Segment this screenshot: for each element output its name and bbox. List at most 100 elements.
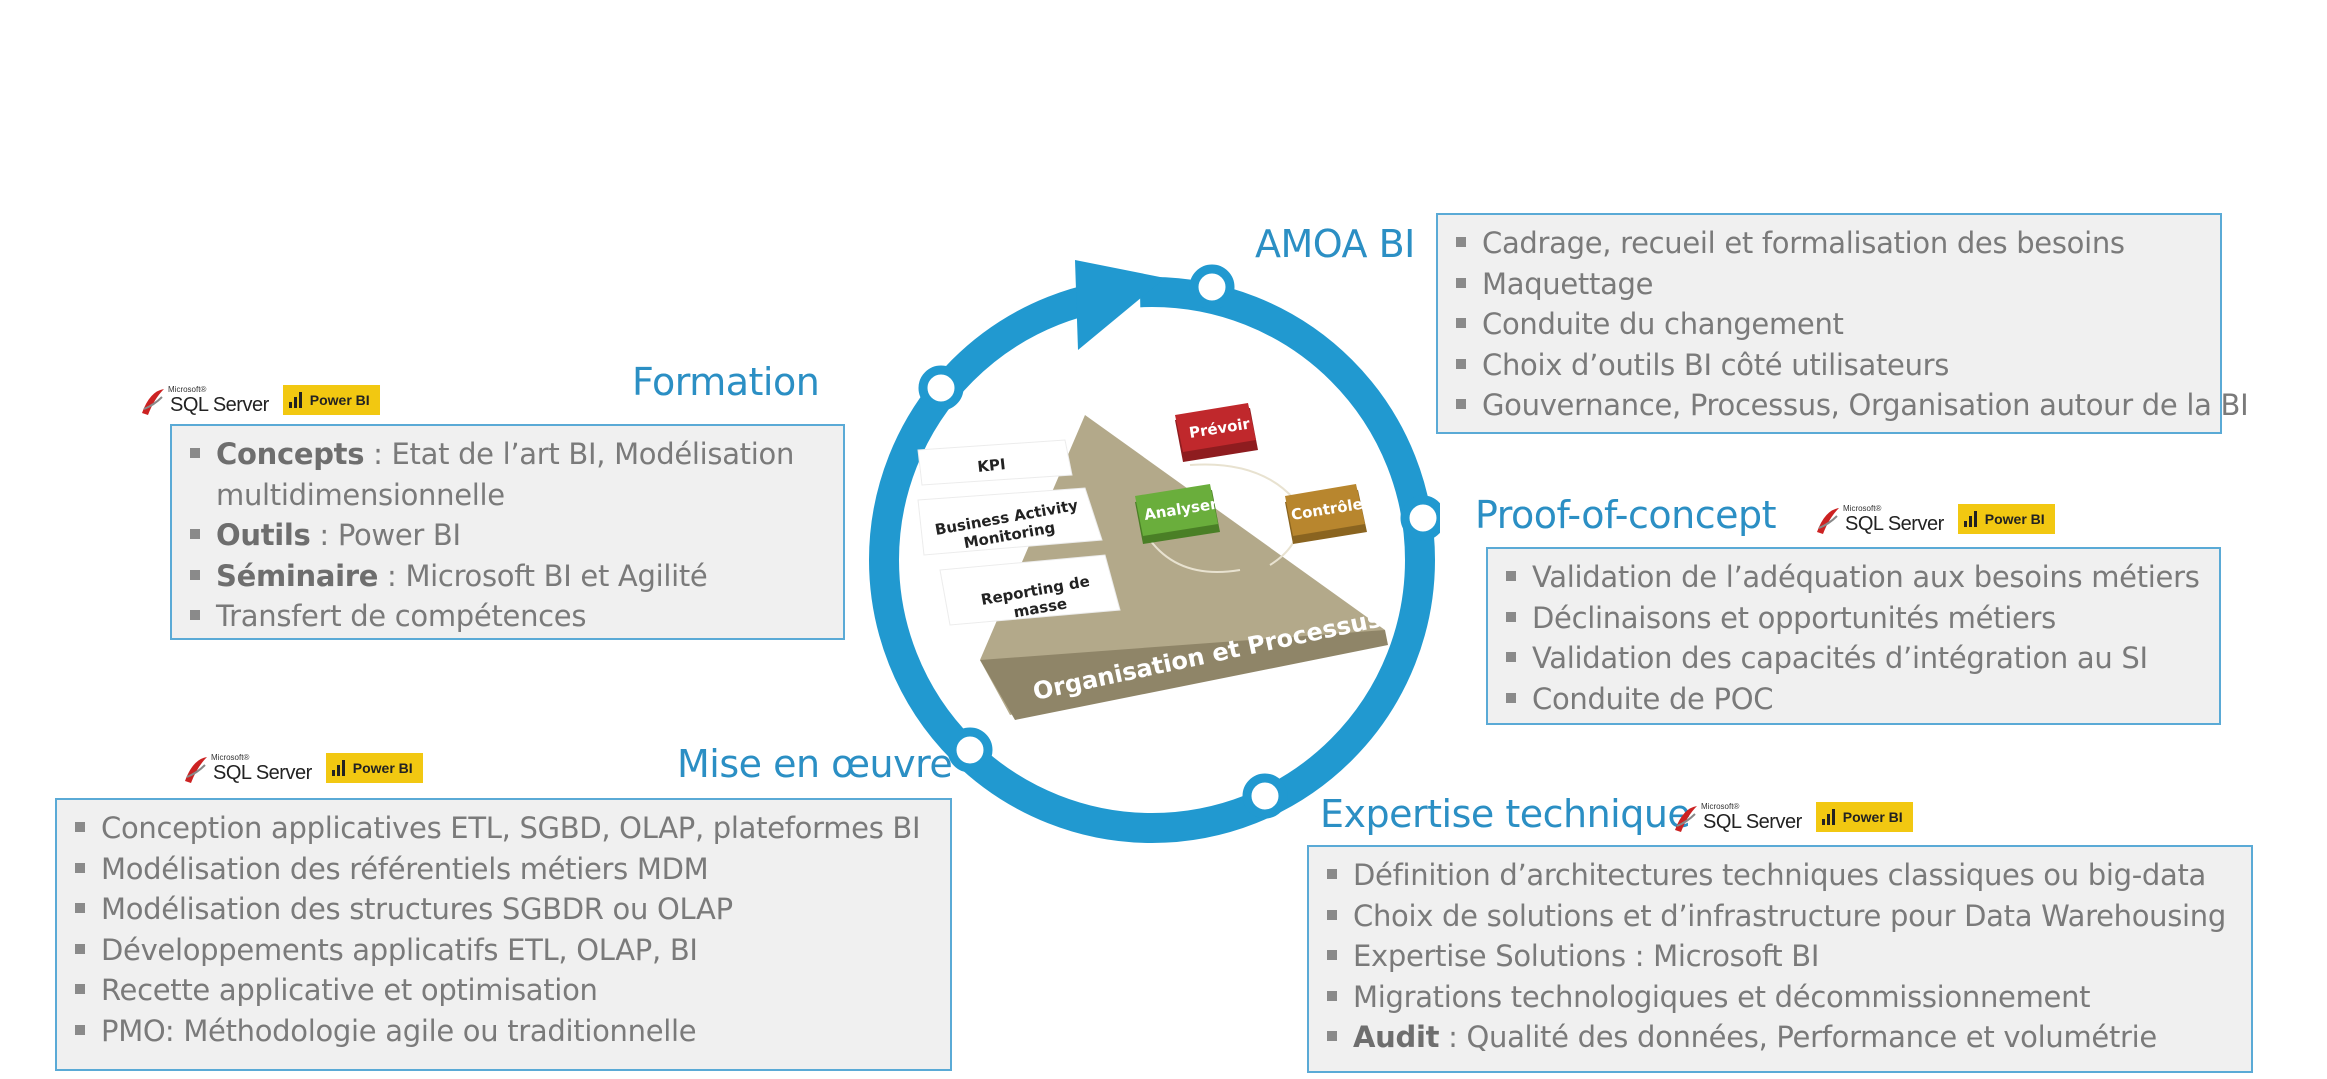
power-bi-logo: Power BI (325, 753, 423, 783)
formation-list: Concepts : Etat de l’art BI, Modélisatio… (186, 434, 829, 637)
power-bi-logo: Power BI (282, 385, 380, 415)
list-item: Développements applicatifs ETL, OLAP, BI (71, 930, 936, 971)
mise-title: Mise en œuvre (677, 742, 953, 786)
list-item-text: : Qualité des données, Performance et vo… (1439, 1020, 2157, 1054)
power-bi-icon (288, 392, 302, 408)
list-item-bold: Séminaire (216, 558, 379, 593)
list-item: Modélisation des référentiels métiers MD… (71, 849, 936, 890)
microsoft-text: Microsoft® (168, 385, 207, 394)
list-item: Validation des capacités d’intégration a… (1502, 638, 2205, 679)
cycle-node-amoa (1189, 264, 1235, 310)
mise-box: Conception applicatives ETL, SGBD, OLAP,… (55, 798, 952, 1071)
sql-server-logo: Microsoft® SQL Server (1673, 800, 1802, 834)
list-item-text: Définition d’architectures techniques cl… (1353, 858, 2207, 892)
list-item: Outils : Power BI (186, 515, 829, 556)
list-item-text: Choix d’outils BI côté utilisateurs (1482, 347, 1950, 382)
power-bi-text: Power BI (309, 392, 370, 408)
reporting-card: Reporting demasse (939, 554, 1121, 626)
list-item: Déclinaisons et opportunités métiers (1502, 598, 2205, 639)
list-item: Recette applicative et optimisation (71, 970, 936, 1011)
formation-box: Concepts : Etat de l’art BI, Modélisatio… (170, 424, 845, 640)
amoa-title: AMOA BI (1255, 222, 1415, 266)
sql-server-text: SQL Server (1703, 811, 1802, 833)
list-item: Validation de l’adéquation aux besoins m… (1502, 557, 2205, 598)
cycle-ring (869, 277, 1435, 843)
list-item-text: Expertise Solutions : Microsoft BI (1353, 939, 1820, 973)
poc-logos: Microsoft® SQL Server Power BI (1815, 502, 2055, 536)
list-item: Conduite du changement (1452, 304, 2206, 345)
microsoft-text: Microsoft® (1843, 504, 1882, 513)
list-item-bold: Outils (216, 518, 311, 552)
cycle-diagram: Organisation et Processus KPI Business A… (869, 260, 1440, 843)
power-bi-logo: Power BI (1815, 802, 1913, 832)
list-item-text: Choix de solutions et d’infrastructure p… (1353, 898, 2226, 933)
formation-logos: Microsoft® SQL Server Power BI (140, 383, 380, 417)
list-item: PMO: Méthodologie agile ou traditionnell… (71, 1011, 936, 1052)
mise-logos: Microsoft® SQL Server Power BI (183, 751, 423, 785)
list-item: Maquettage (1452, 264, 2206, 305)
poc-title: Proof-of-concept (1475, 493, 1777, 537)
controler-block: Contrôler (1285, 484, 1372, 544)
list-item: Audit : Qualité des données, Performance… (1323, 1017, 2237, 1058)
list-item-text: Conduite de POC (1532, 681, 1774, 716)
expertise-title: Expertise technique (1320, 792, 1691, 836)
list-item-text: Développements applicatifs ETL, OLAP, BI (101, 932, 698, 967)
power-bi-logo: Power BI (1957, 504, 2055, 534)
list-item-text: Modélisation des référentiels métiers MD… (101, 851, 709, 886)
list-item: Conception applicatives ETL, SGBD, OLAP,… (71, 808, 936, 849)
list-item-text: : Etat de l’art BI, Modélisation multidi… (216, 437, 795, 512)
power-bi-icon (1963, 511, 1977, 527)
sql-server-logo: Microsoft® SQL Server (183, 751, 312, 785)
sql-server-text: SQL Server (1845, 513, 1944, 535)
list-item-text: Gouvernance, Processus, Organisation aut… (1482, 388, 2249, 422)
list-item-text: Validation des capacités d’intégration a… (1532, 641, 2148, 675)
cycle-node-mise (947, 727, 993, 773)
list-item: Concepts : Etat de l’art BI, Modélisatio… (186, 434, 829, 515)
power-bi-icon (331, 760, 345, 776)
list-item-text: Transfert de compétences (216, 599, 587, 633)
cycle-node-expertise (1242, 773, 1288, 819)
list-item-bold: Concepts (216, 437, 365, 471)
sql-server-logo: Microsoft® SQL Server (1815, 502, 1944, 536)
prevoir-block: Prévoir (1175, 403, 1258, 462)
expertise-logos: Microsoft® SQL Server Power BI (1673, 800, 1913, 834)
list-item-text: : Microsoft BI et Agilité (378, 558, 708, 593)
poc-box: Validation de l’adéquation aux besoins m… (1486, 547, 2221, 725)
list-item: Conduite de POC (1502, 679, 2205, 720)
list-item: Modélisation des structures SGBDR ou OLA… (71, 889, 936, 930)
list-item-text: PMO: Méthodologie agile ou traditionnell… (101, 1013, 697, 1048)
sql-server-text: SQL Server (170, 394, 269, 416)
list-item-text: Cadrage, recueil et formalisation des be… (1482, 226, 2125, 260)
formation-title: Formation (632, 360, 820, 404)
list-item: Choix de solutions et d’infrastructure p… (1323, 896, 2237, 937)
sql-server-icon (142, 389, 164, 415)
list-item-text: Conception applicatives ETL, SGBD, OLAP,… (101, 811, 921, 845)
cycle-arrow-head (1075, 260, 1165, 350)
list-item-text: Recette applicative et optimisation (101, 973, 598, 1007)
list-item-text: Migrations technologiques et décommissio… (1353, 979, 2091, 1014)
power-bi-text: Power BI (352, 760, 413, 776)
analyser-block: Analyser (1135, 484, 1220, 544)
kpi-label: KPI (977, 455, 1007, 476)
list-item: Séminaire : Microsoft BI et Agilité (186, 556, 829, 597)
sql-server-icon (1675, 806, 1697, 832)
list-item: Transfert de compétences (186, 596, 829, 637)
microsoft-text: Microsoft® (1701, 802, 1740, 811)
list-item: Migrations technologiques et décommissio… (1323, 977, 2237, 1018)
list-item: Expertise Solutions : Microsoft BI (1323, 936, 2237, 977)
sql-server-logo: Microsoft® SQL Server (140, 383, 269, 417)
expertise-box: Définition d’architectures techniques cl… (1307, 845, 2253, 1073)
list-item: Gouvernance, Processus, Organisation aut… (1452, 385, 2249, 426)
list-item-text: Conduite du changement (1482, 307, 1844, 341)
amoa-box: Cadrage, recueil et formalisation des be… (1436, 213, 2249, 434)
cycle-node-formation (918, 365, 964, 411)
power-bi-icon (1821, 809, 1835, 825)
kpi-card: KPI (917, 439, 1073, 486)
power-bi-text: Power BI (1842, 809, 1903, 825)
list-item-text: : Power BI (310, 518, 461, 552)
mise-list: Conception applicatives ETL, SGBD, OLAP,… (71, 808, 936, 1051)
power-bi-text: Power BI (1984, 511, 2045, 527)
cycle-node-poc (1400, 495, 1440, 541)
poc-list: Validation de l’adéquation aux besoins m… (1502, 557, 2205, 719)
sql-server-icon (185, 757, 207, 783)
